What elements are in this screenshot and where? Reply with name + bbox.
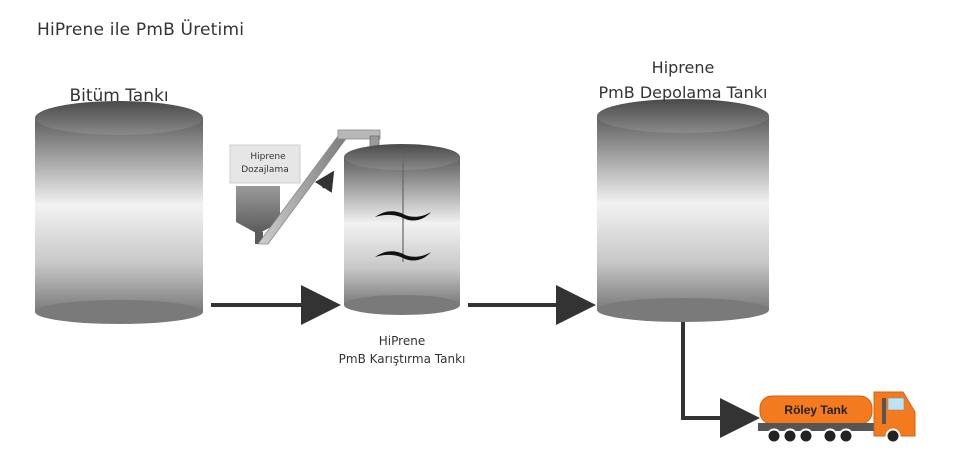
- mixer-blade-upper: [375, 211, 431, 221]
- dosing-hopper: [229, 144, 301, 244]
- mixer-blade-lower: [375, 251, 431, 261]
- mixer-label-line1: HiPrene: [379, 334, 425, 348]
- truck-label: Röley Tank: [784, 403, 847, 417]
- truck: [758, 391, 916, 444]
- mixer-label-line2: PmB Karıştırma Tankı: [339, 352, 466, 366]
- feed-arrow: [314, 170, 335, 193]
- conveyor-pipe: [257, 129, 381, 245]
- truck-wheels: [766, 428, 901, 444]
- mixing-tank: [344, 144, 460, 315]
- storage-label-line2: PmB Depolama Tankı: [599, 83, 768, 102]
- bitum-tank: [35, 101, 203, 324]
- dosing-label-line2: Dozajlama: [241, 165, 288, 175]
- flow-arrow-storage-to-truck: [681, 322, 760, 438]
- dosing-label-line1: Hiprene: [250, 152, 286, 162]
- storage-tank: [597, 99, 769, 322]
- page-title: HiPrene ile PmB Üretimi: [37, 20, 245, 40]
- storage-label-line1: Hiprene: [652, 58, 715, 77]
- bitum-tank-label: Bitüm Tankı: [69, 86, 168, 106]
